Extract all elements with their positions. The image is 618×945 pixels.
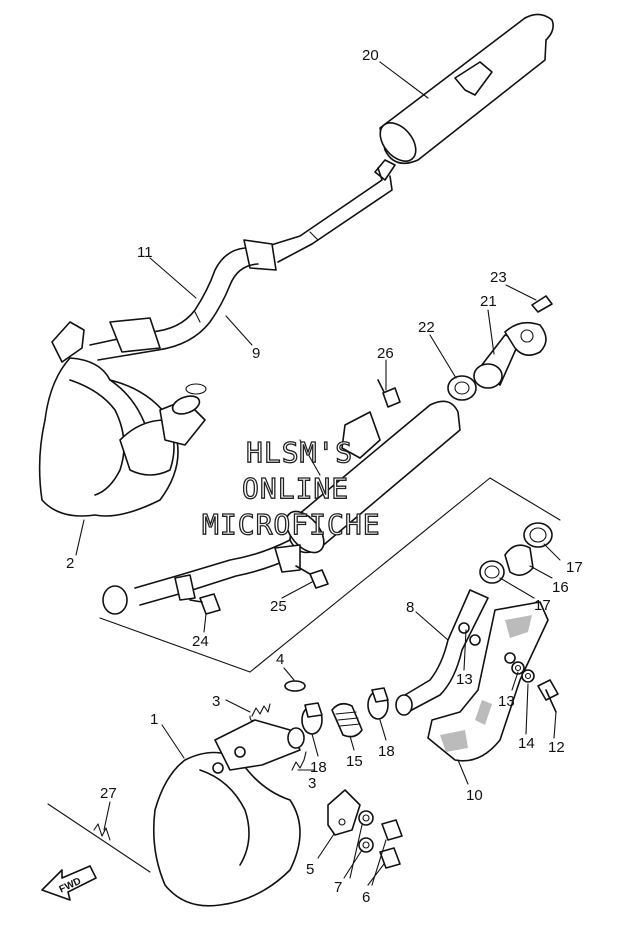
washers-7 [358,810,374,853]
callout-6: 6 [362,889,370,906]
callout-18-left: 18 [310,759,327,776]
clamp-17-lower [479,560,505,584]
callout-27: 27 [100,785,117,802]
watermark-line-3: MICROFICHE [202,508,381,541]
callout-3-upper: 3 [212,693,220,710]
bolts-6 [379,819,403,869]
callout-8: 8 [406,599,414,616]
callout-1: 1 [150,711,158,728]
callout-25: 25 [270,598,287,615]
callout-15: 15 [346,753,363,770]
callout-21: 21 [480,293,497,310]
center-pipe [102,400,461,615]
bolt-12 [537,679,559,713]
callout-2: 2 [66,555,74,572]
clamp-18-left [301,702,323,735]
assembly-boundary [99,477,561,673]
bolt-24 [189,593,221,615]
callout-14: 14 [518,735,535,752]
clamp-17-upper [523,522,553,548]
mid-pipe-9-11 [89,167,393,361]
joint-15 [331,702,363,738]
callout-26: 26 [377,345,394,362]
washer-14 [521,669,535,683]
expansion-chamber-1 [152,719,305,907]
callout-10: 10 [466,787,483,804]
callout-12: 12 [548,739,565,756]
callout-7: 7 [334,879,342,896]
leader-lines [75,61,561,886]
o-ring-4 [284,680,306,692]
washer-13-right [511,661,525,675]
callout-13-right: 13 [498,693,515,710]
bolt-25 [295,565,329,589]
callout-13-left: 13 [456,671,473,688]
spring-3-lower [291,751,307,771]
callout-11: 11 [137,244,153,261]
grommet-16 [504,544,534,576]
watermark-line-2: ONLINE [242,472,349,505]
spring-rod-27 [47,803,151,873]
expansion-chamber-2 [38,321,207,517]
callout-23: 23 [490,269,507,286]
callout-9: 9 [252,345,260,362]
callout-20: 20 [362,47,379,64]
forward-arrow-icon: FWD [41,865,97,901]
bracket-5 [327,789,361,836]
callout-24: 24 [192,633,209,650]
watermark-line-1: HLSM'S [246,436,353,469]
callout-18-right: 18 [378,743,395,760]
spring-3-upper [249,703,271,722]
callout-5: 5 [306,861,314,878]
callout-4: 4 [276,651,284,668]
flange-group-21-22-23 [447,295,553,401]
callout-16: 16 [552,579,569,596]
watermark: HLSM'S ONLINE MICROFICHE [201,435,381,541]
callout-22: 22 [418,319,435,336]
callout-numbers: 20 11 9 23 21 22 26 2 24 25 17 16 17 8 1… [66,47,583,906]
bolt-26 [377,379,401,408]
heat-guard-10 [427,601,549,762]
silencer-20 [374,13,554,181]
callout-3-lower: 3 [308,775,316,792]
callout-17-upper: 17 [566,559,583,576]
clamp-18-right [367,687,389,720]
callout-17-lower: 17 [534,597,551,614]
